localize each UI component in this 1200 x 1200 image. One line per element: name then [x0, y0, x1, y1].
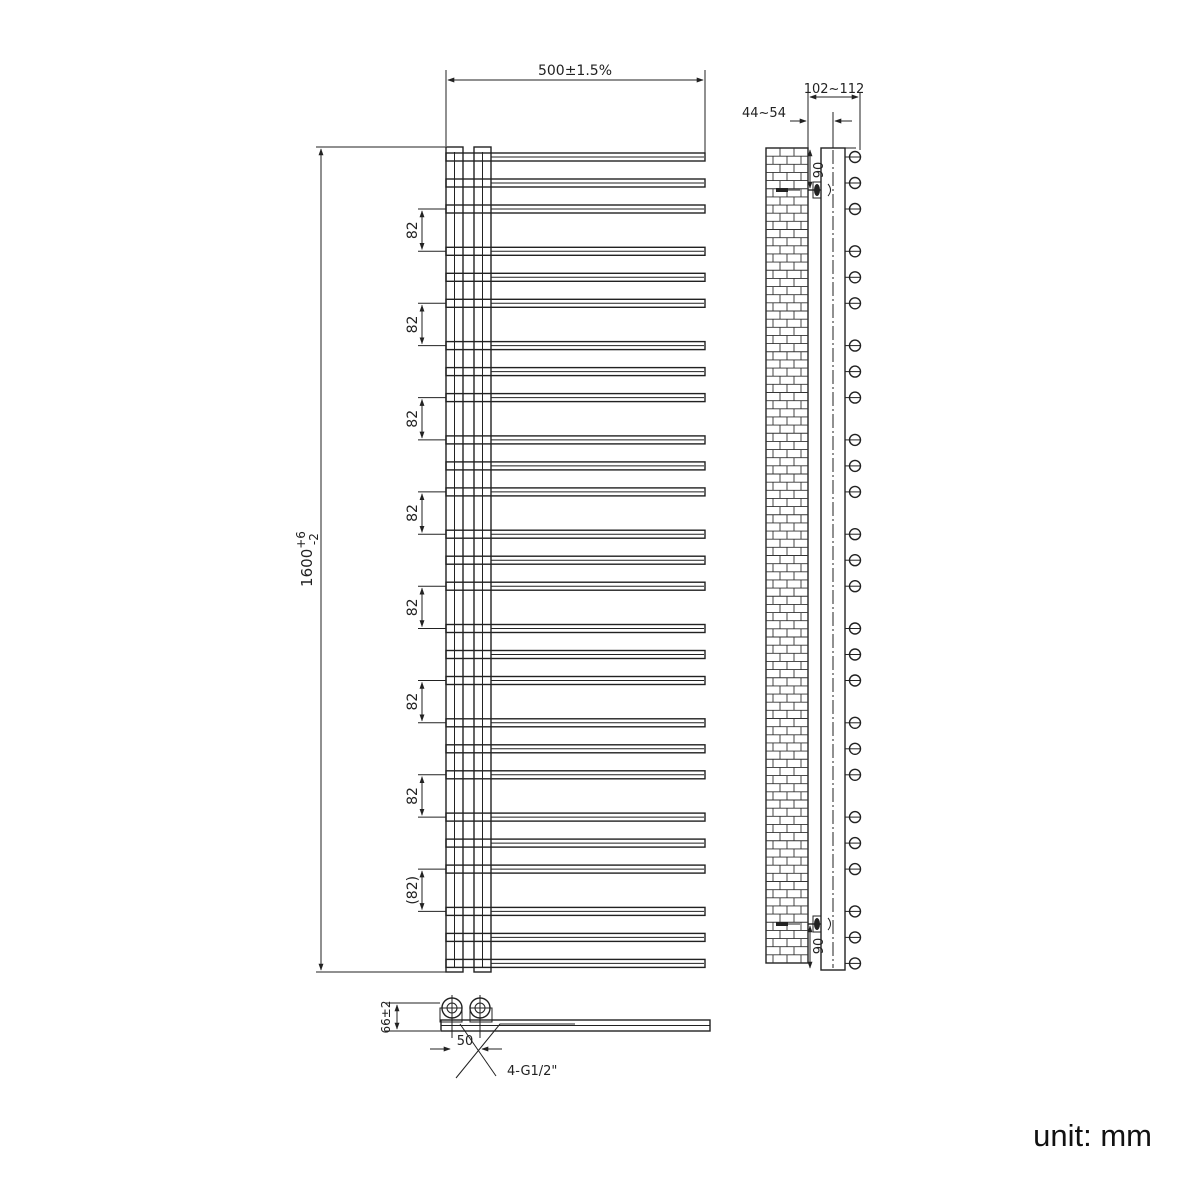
rail — [445, 932, 706, 943]
height-dimension-label: 1600+6-2 — [294, 531, 321, 587]
bracket-bottom-dimension-label: 90 — [812, 938, 827, 955]
rail — [445, 838, 706, 848]
depth-dimension-label: 102~112 — [804, 82, 865, 97]
rail — [445, 958, 706, 969]
bar-spacing-label: (82) — [405, 876, 421, 905]
bar-spacing-dimensions: 82 82 82 82 82 82 82 (82) — [405, 208, 446, 912]
brick-wall — [765, 147, 809, 964]
bar-spacing-label: 82 — [405, 787, 421, 805]
bracket-bottom-dimension: 90 — [807, 925, 827, 969]
bar-spacing-label: 82 — [405, 221, 421, 239]
width-dimension-label: 500±1.5% — [538, 63, 612, 79]
connection-callout-label: 4-G1/2" — [507, 1064, 557, 1079]
bar-spacing-label: 82 — [405, 598, 421, 616]
height-dimension: 1600+6-2 — [294, 146, 446, 973]
side-view: 102~112 44~54 90 90 — [742, 82, 865, 971]
unit-label: unit: mm — [1033, 1118, 1152, 1153]
rail — [445, 649, 706, 660]
width-dimension: 500±1.5% — [445, 63, 706, 158]
bottom-bar — [440, 1019, 711, 1032]
rail — [445, 178, 706, 188]
rail — [445, 744, 706, 754]
pipe-connector-right — [469, 997, 493, 1023]
bar-spacing-label: 82 — [405, 693, 421, 711]
connection-callout: 4-G1/2" — [455, 1023, 575, 1079]
bottom-view: 50 4-G1/2" 66±2 — [379, 995, 711, 1079]
bracket-top-dimension-label: 90 — [812, 162, 827, 179]
gap-dimension: 44~54 — [742, 106, 852, 148]
rail — [445, 366, 706, 377]
pipe-height-dimension-label: 66±2 — [379, 1001, 393, 1034]
horizontal-rails — [445, 152, 706, 969]
pipe-connector-left — [439, 997, 463, 1023]
front-view: 500±1.5% 1600+6-2 82 82 82 82 82 82 82 (82) — [294, 63, 706, 973]
bracket-top-dimension: 90 — [807, 149, 827, 189]
pipe-height-dimension: 66±2 — [379, 1001, 440, 1034]
vertical-headers — [445, 146, 492, 973]
depth-dimension: 102~112 — [804, 82, 865, 150]
rail — [445, 461, 706, 471]
bar-spacing-label: 82 — [405, 504, 421, 522]
wall-bracket-bottom — [776, 915, 831, 933]
rail — [445, 272, 706, 282]
rail-ends — [845, 150, 862, 970]
pipe-center-dimension-label: 50 — [457, 1034, 474, 1049]
bar-spacing-label: 82 — [405, 316, 421, 334]
bar-spacing-label: 82 — [405, 410, 421, 428]
wall-bracket-top — [776, 181, 831, 199]
gap-dimension-label: 44~54 — [742, 106, 786, 121]
rail — [445, 555, 706, 565]
